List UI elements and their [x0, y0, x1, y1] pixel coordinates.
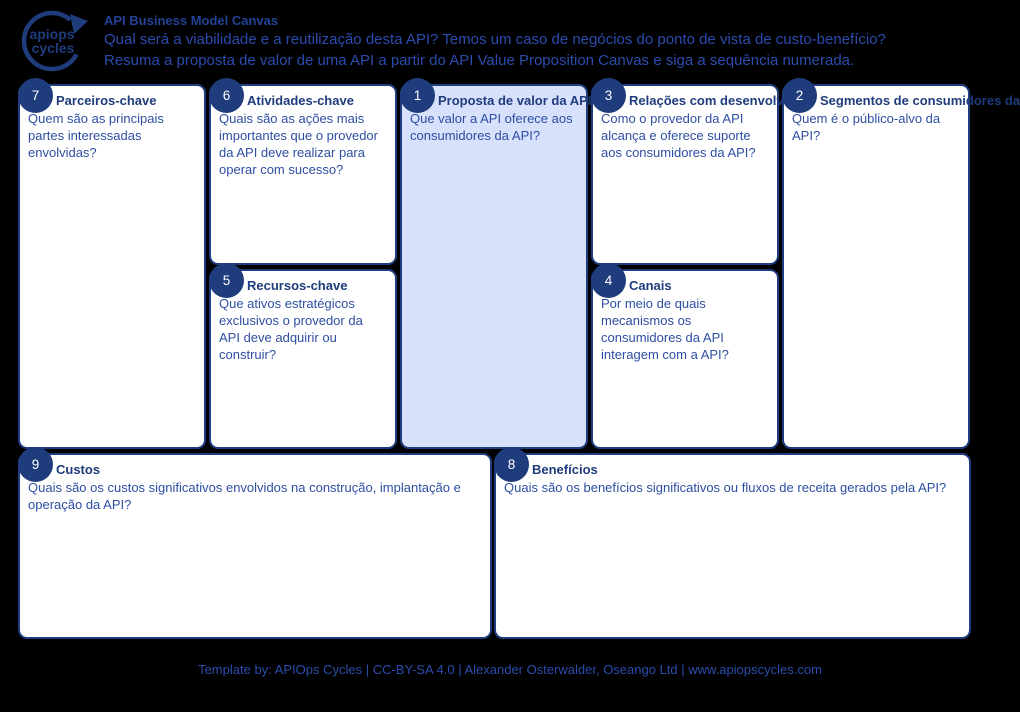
canvas-subtitle-line2: Resuma a proposta de valor de uma API a … — [104, 52, 855, 69]
box-question: Que ativos estratégicos exclusivos o pro… — [219, 296, 363, 362]
step-number-badge: 6 — [209, 78, 244, 113]
box-question: Que valor a API oferece aos consumidores… — [410, 111, 573, 143]
step-number-badge: 2 — [782, 78, 817, 113]
box-title: Parceiros-chave — [56, 93, 157, 108]
box-question: Quais são as ações mais importantes que … — [219, 111, 378, 177]
logo-word-apiops: apiops — [29, 26, 74, 42]
box-key-resources: 5 Recursos-chave Que ativos estratégicos… — [209, 263, 397, 449]
box-question: Quem é o público-alvo da API? — [792, 111, 941, 143]
box-title: Atividades-chave — [247, 93, 354, 108]
apiops-cycles-logo: apiops cycles — [12, 4, 100, 74]
box-title: Recursos-chave — [247, 278, 348, 293]
box-developer-relations: 3 Relações com desenvolvedores Como o pr… — [591, 78, 827, 265]
box-key-partners: 7 Parceiros-chave Quem são as principais… — [18, 78, 206, 449]
box-costs: 9 Custos Quais são os custos significati… — [18, 447, 492, 639]
box-api-value-proposition: 1 Proposta de valor da API Que valor a A… — [400, 78, 592, 449]
step-number-badge: 5 — [209, 263, 244, 298]
box-title: Canais — [629, 278, 672, 293]
box-question: Por meio de quais mecanismos os consumid… — [601, 296, 729, 362]
box-title: Benefícios — [532, 462, 598, 477]
header: API Business Model Canvas Qual será a vi… — [104, 12, 984, 71]
step-number-badge: 9 — [18, 447, 53, 482]
canvas-title: API Business Model Canvas — [104, 13, 279, 28]
box-key-activities: 6 Atividades-chave Quais são as ações ma… — [209, 78, 397, 265]
box-benefits: 8 Benefícios Quais são os benefícios sig… — [494, 447, 971, 639]
box-question: Quais são os benefícios significativos o… — [504, 480, 947, 495]
step-number-badge: 7 — [18, 78, 53, 113]
canvas-subtitle-line1: Qual será a viabilidade e a reutilização… — [104, 31, 886, 48]
box-title: Custos — [56, 462, 101, 477]
step-number-badge: 3 — [591, 78, 626, 113]
box-question: Quais são os custos significativos envol… — [28, 480, 461, 512]
logo-word-cycles: cycles — [32, 40, 75, 56]
step-number-badge: 8 — [494, 447, 529, 482]
step-number-badge: 4 — [591, 263, 626, 298]
box-consumer-segments: 2 Segmentos de consumidores da API Quem … — [782, 78, 1020, 449]
box-title: Segmentos de consumidores da API — [820, 93, 1020, 108]
box-title: Proposta de valor da API — [438, 93, 592, 108]
box-question: Como o provedor da API alcança e oferece… — [601, 111, 756, 160]
credit-line: Template by: APIOps Cycles | CC-BY-SA 4.… — [198, 662, 822, 677]
step-number-badge: 1 — [400, 78, 435, 113]
box-channels: 4 Canais Por meio de quais mecanismos os… — [591, 263, 779, 449]
box-question: Quem são as principais partes interessad… — [28, 111, 164, 160]
cycle-arrow-icon: apiops cycles — [21, 10, 88, 72]
box-title: Relações com desenvolvedores — [629, 93, 827, 108]
